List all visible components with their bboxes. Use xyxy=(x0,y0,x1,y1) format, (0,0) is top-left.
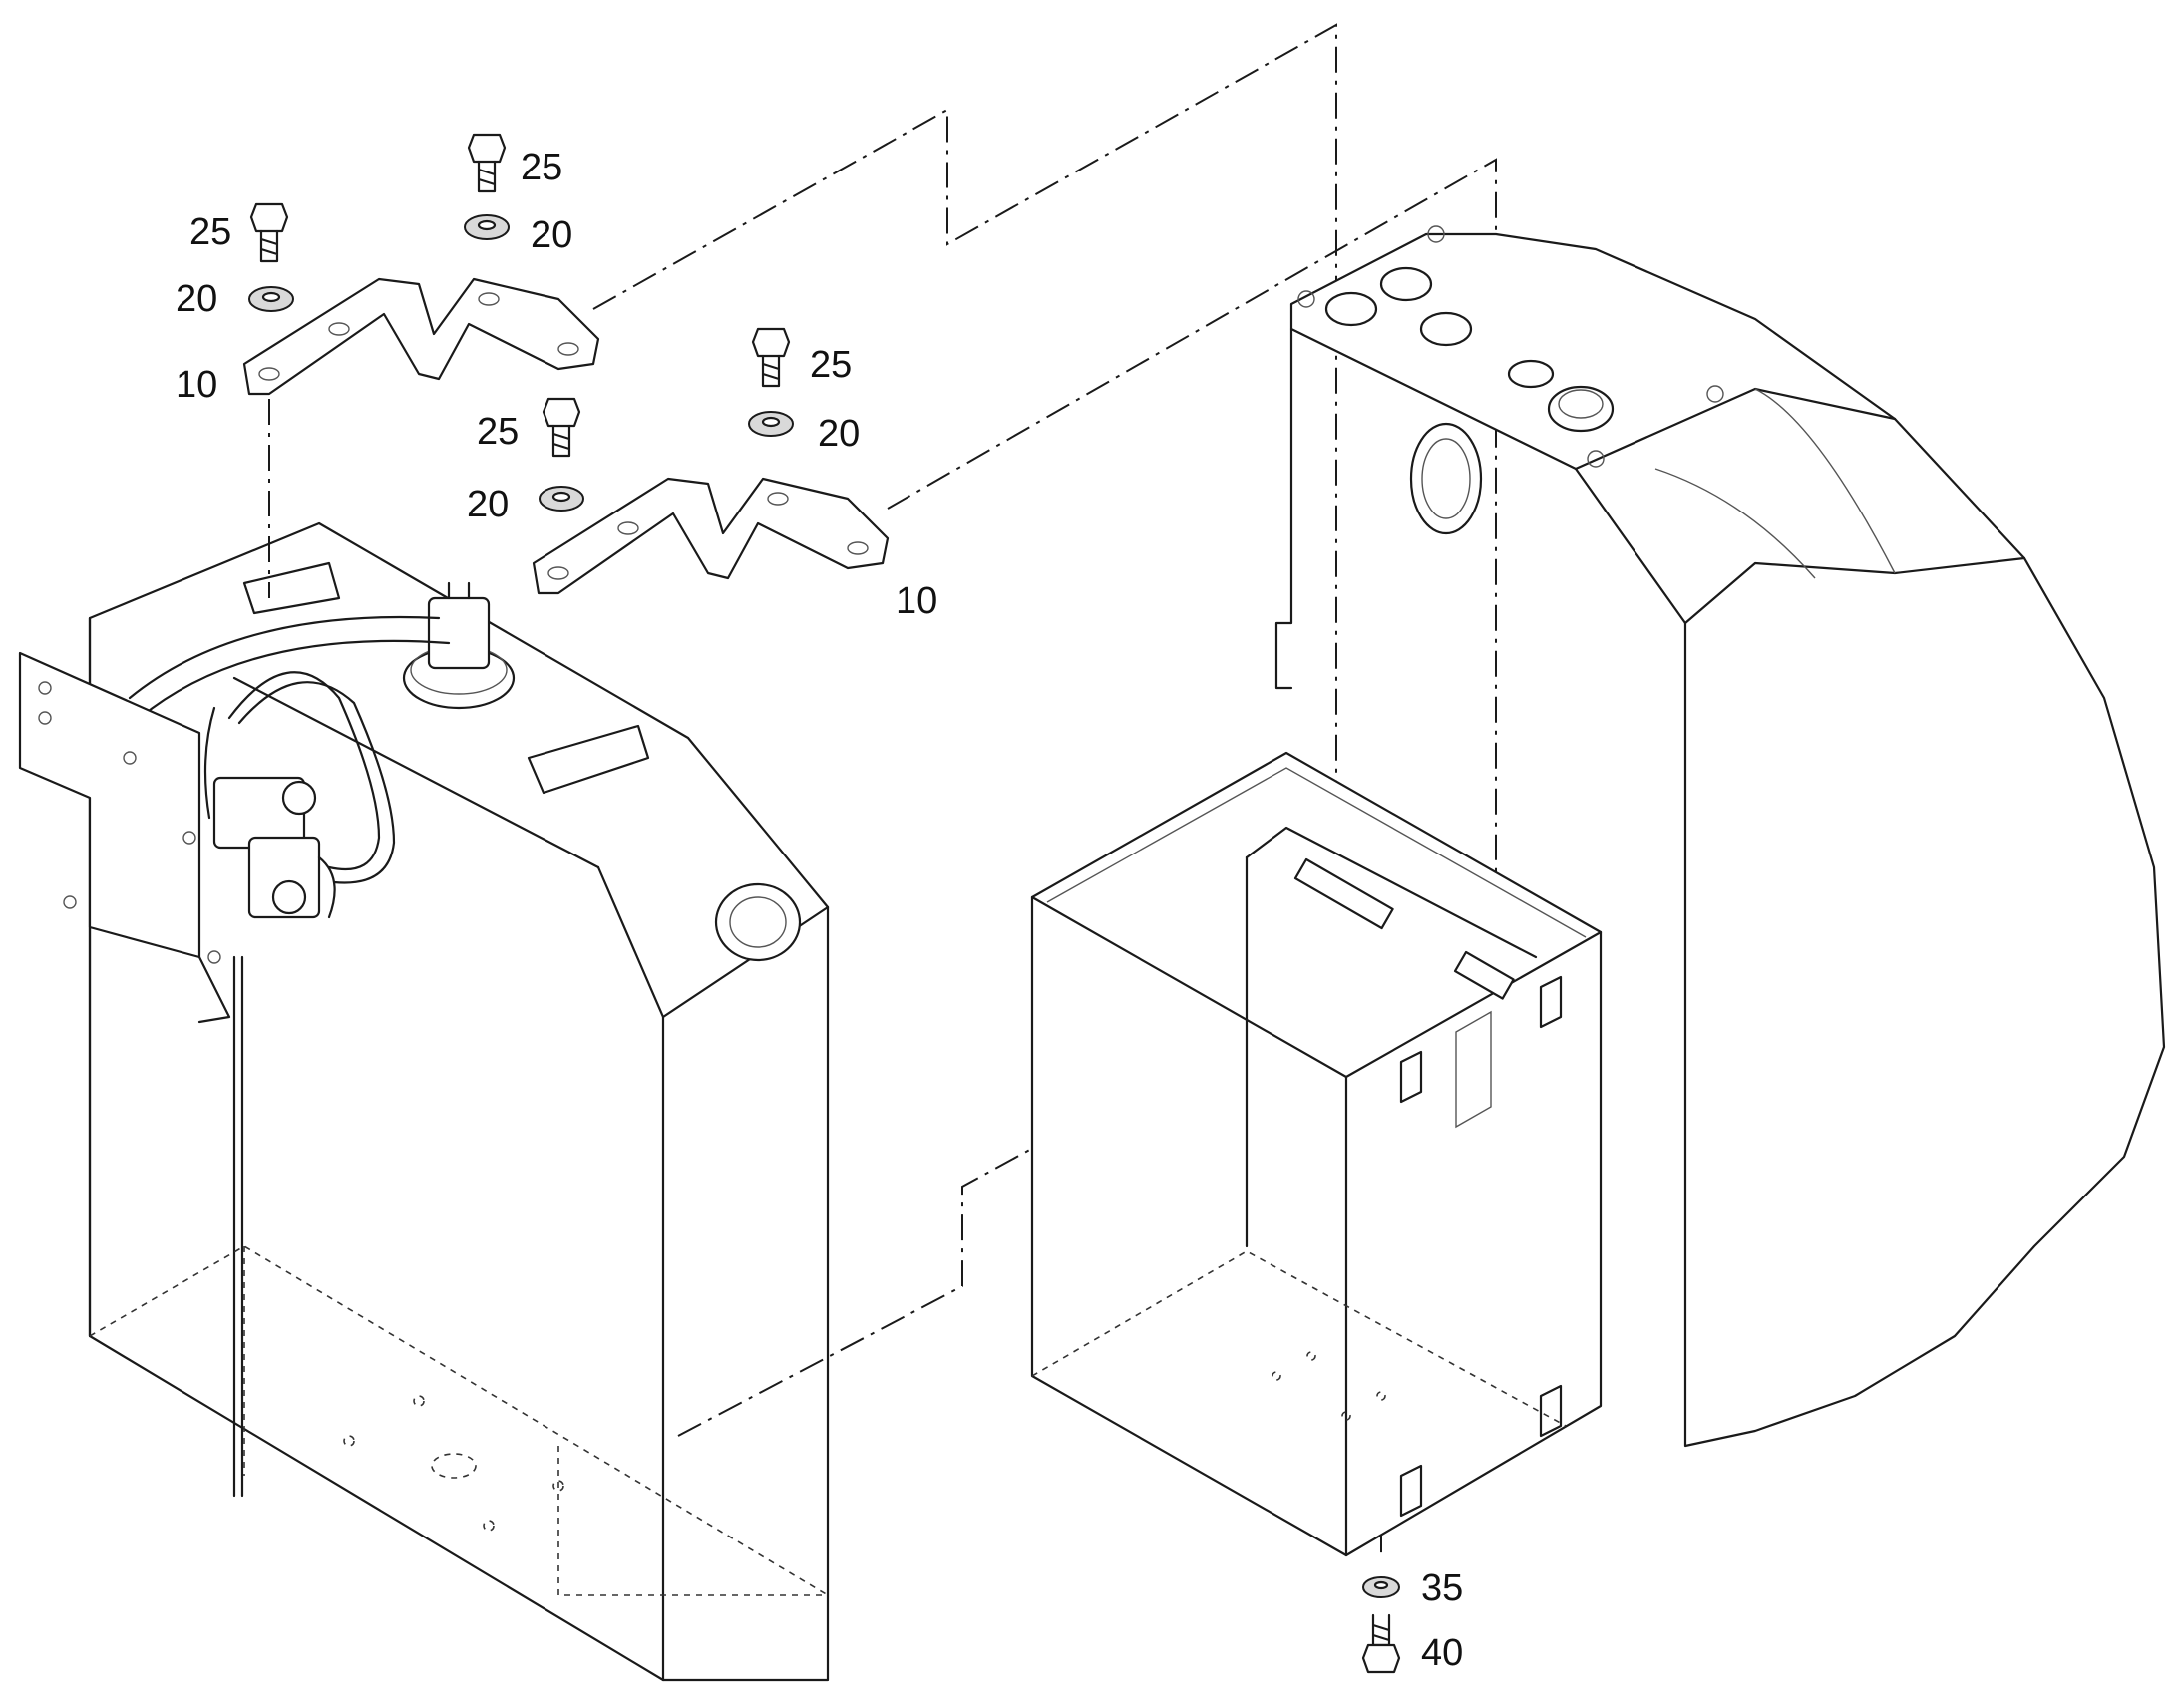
callout-20-lower-left: 20 xyxy=(467,484,509,525)
bolt-25-b xyxy=(467,133,507,193)
left-tank xyxy=(18,521,830,1682)
callout-35: 35 xyxy=(1421,1567,1463,1609)
bracket-upper xyxy=(242,277,600,396)
filler-cap xyxy=(402,581,516,710)
callout-20-upper-left: 20 xyxy=(176,278,217,320)
side-fitting xyxy=(714,882,802,962)
washer-20-c xyxy=(539,486,584,512)
bolt-25-d xyxy=(751,327,791,388)
right-console xyxy=(1274,225,2166,1448)
bracket-lower xyxy=(532,477,890,595)
washer-20-d xyxy=(748,411,794,437)
callout-25-lower-left: 25 xyxy=(477,411,519,453)
callout-25-upper-left: 25 xyxy=(189,211,231,253)
callout-10-upper: 10 xyxy=(176,364,217,406)
console-fittings xyxy=(1297,225,1724,535)
callout-40: 40 xyxy=(1421,1632,1463,1674)
washer-35 xyxy=(1362,1576,1400,1598)
callout-20-upper-right: 20 xyxy=(531,214,572,256)
washer-20-a xyxy=(248,286,294,312)
callout-10-lower: 10 xyxy=(896,580,937,622)
valve-bracket xyxy=(18,651,231,1024)
right-box xyxy=(1030,751,1603,1557)
bolt-25-a xyxy=(249,202,289,263)
bolt-25-c xyxy=(542,397,581,458)
callout-20-lower-right: 20 xyxy=(818,413,860,455)
washer-20-b xyxy=(464,214,510,240)
valve-block xyxy=(212,776,336,919)
bolt-40 xyxy=(1361,1613,1401,1674)
callout-25-upper-right: 25 xyxy=(521,147,562,188)
callout-25-lower-right: 25 xyxy=(810,344,852,386)
